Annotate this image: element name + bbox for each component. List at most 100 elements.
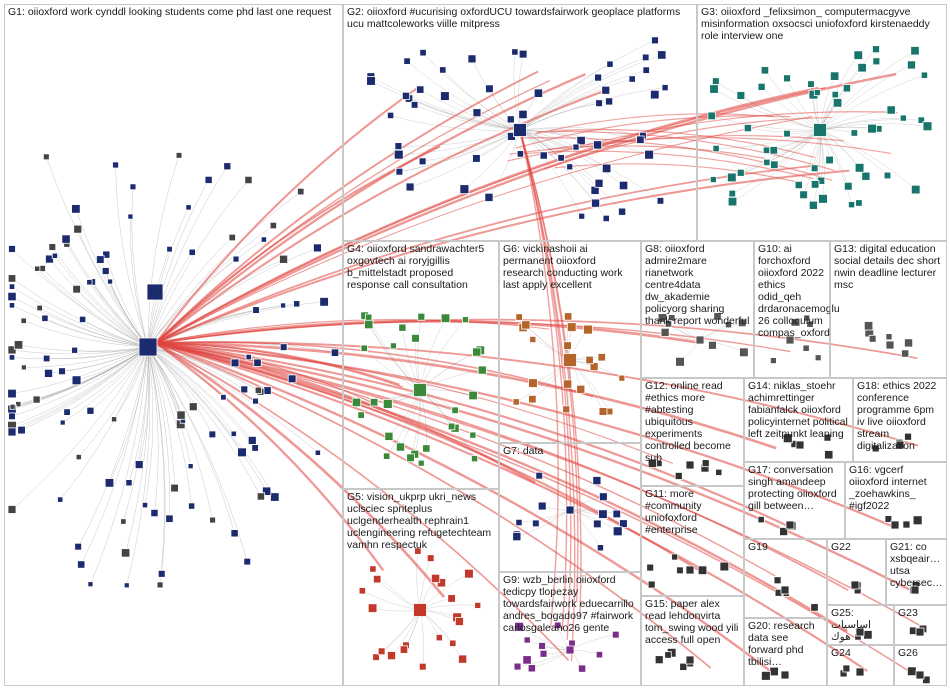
g3-node: [727, 172, 737, 183]
g1-node: [188, 502, 196, 510]
inter-group-edge: [155, 341, 868, 672]
g1-node: [20, 317, 27, 324]
g12-node: [647, 458, 657, 468]
g1-node: [7, 291, 17, 302]
g1-node: [107, 278, 114, 285]
group-label-g12: G12: online read #ethics more #abtesting…: [645, 380, 731, 464]
g1-node: [63, 408, 71, 416]
g1-node: [223, 162, 232, 171]
g1-edge: [147, 346, 159, 514]
inter-group-edge: [155, 341, 446, 598]
g8-node: [713, 312, 722, 321]
g1-node: [228, 233, 236, 242]
g1-node: [41, 314, 49, 322]
g2-node: [467, 54, 477, 64]
g1-node: [185, 204, 192, 211]
g1-edge: [12, 346, 149, 408]
g1-node: [123, 582, 130, 589]
g1-node: [75, 454, 82, 461]
g3-node: [794, 180, 803, 190]
g2-node: [594, 178, 604, 188]
g4-node: [406, 453, 415, 463]
g1-node: [9, 403, 16, 410]
g3-node: [743, 124, 752, 133]
g3-edge: [713, 88, 821, 131]
group-box-g2: G2: oiioxford #ucurising oxfordUCU towar…: [343, 4, 697, 241]
group-box-g11: G11: more #community uniofoxford #enterp…: [641, 486, 744, 596]
g2-node: [642, 66, 650, 74]
group-box-g5: G5: vision_ukprp ukri_news uclsciec spri…: [343, 489, 499, 686]
group-label-g8: G8: oiioxford admire2mare rianetwork cen…: [645, 243, 750, 327]
g2-node: [511, 48, 519, 56]
g3-node: [853, 50, 863, 60]
g3-node: [854, 163, 865, 173]
group-label-g25: G25: اساسيات هوك: [831, 607, 871, 643]
inter-group-edge: [155, 73, 586, 344]
g1-edge: [23, 320, 149, 348]
g2-edge: [518, 54, 524, 131]
g3-node: [783, 129, 791, 138]
g6-node: [618, 374, 626, 382]
g2-edge: [519, 78, 633, 131]
g4-node: [468, 390, 478, 401]
g26-node: [922, 675, 931, 685]
g8-hub-node: [695, 335, 705, 345]
g2-node: [605, 97, 614, 106]
g2-node: [641, 53, 650, 62]
g2-node: [601, 85, 611, 95]
inter-group-edge: [536, 130, 835, 172]
g3-node: [899, 114, 907, 122]
g3-node: [906, 60, 916, 70]
g1-node: [7, 274, 17, 283]
g4-node: [384, 431, 394, 441]
inter-group-edge: [155, 342, 927, 630]
g4-node: [369, 397, 379, 407]
g25-hub-node: [855, 627, 865, 637]
g1-node: [8, 283, 16, 290]
g1-node: [232, 255, 240, 263]
g1-node: [253, 358, 262, 367]
g3-node: [831, 90, 839, 99]
g1-node: [319, 297, 329, 307]
g5-node: [426, 554, 435, 562]
g7-node: [532, 519, 540, 528]
inter-group-edge: [155, 88, 610, 344]
g1-edge: [46, 346, 149, 360]
g3-node: [770, 160, 779, 169]
g1-edge: [21, 346, 149, 431]
group-label-g7: G7: data: [503, 445, 544, 457]
g20-hub-node: [780, 670, 790, 680]
g5-node: [447, 594, 456, 603]
group-box-g13: G13: digital education social details de…: [830, 241, 947, 378]
g1-edge: [11, 346, 149, 433]
g9-node: [522, 655, 532, 665]
g22-hub-node: [850, 580, 860, 590]
g1-node: [170, 483, 179, 493]
g1-node: [71, 375, 82, 386]
g5-node: [377, 647, 386, 656]
group-box-g19: G19: [744, 539, 827, 618]
group-label-g10: G10: ai forchoxford oiioxford 2022 ethic…: [758, 243, 840, 339]
g1-edge: [125, 346, 150, 553]
g2-node: [628, 75, 636, 83]
g1-node: [44, 368, 53, 378]
g1-node: [157, 569, 166, 578]
group-label-g23: G23: [898, 607, 918, 619]
g1-edge: [115, 164, 149, 348]
g1-edge: [147, 179, 249, 348]
g2-node: [506, 115, 515, 124]
g1-edge: [147, 346, 267, 492]
g14-node: [782, 433, 793, 444]
g3-node: [736, 91, 746, 100]
group-label-g6: G6: vickinashoii ai permanent oiioxford …: [503, 243, 623, 291]
g2-edge: [398, 129, 521, 155]
g1-node: [129, 183, 137, 191]
g2-node: [472, 108, 482, 118]
g9-node: [513, 662, 522, 671]
g2-edge: [408, 98, 521, 131]
g2-edge: [370, 76, 521, 131]
group-box-g6: G6: vickinashoii ai permanent oiioxford …: [499, 241, 641, 443]
g8-node: [737, 318, 747, 328]
inter-group-edge: [155, 169, 850, 344]
g1-node: [8, 302, 16, 309]
